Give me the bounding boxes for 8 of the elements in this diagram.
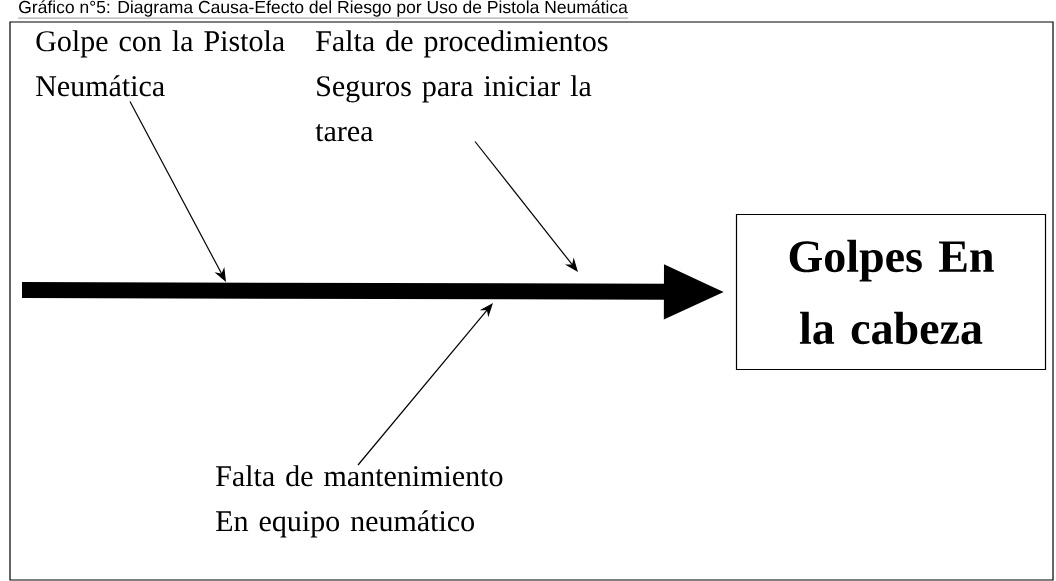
cause-label: Falta de procedimientos Seguros para iniciar la tarea: [315, 30, 608, 142]
title: Gráfico n°5: Diagrama Causa-Efecto del Riesgo por Uso de Pistola Neumática: [18, 0, 629, 19]
effect-box: Golpes En la cabeza: [735, 213, 1047, 371]
arrow: [129, 100, 226, 282]
arrow: [474, 140, 578, 272]
cause-label: Falta de mantenimiento En equipo neumático: [216, 465, 503, 538]
arrow: [357, 303, 493, 466]
cause-label: Golpe con la Pistola Neumática: [36, 30, 285, 97]
